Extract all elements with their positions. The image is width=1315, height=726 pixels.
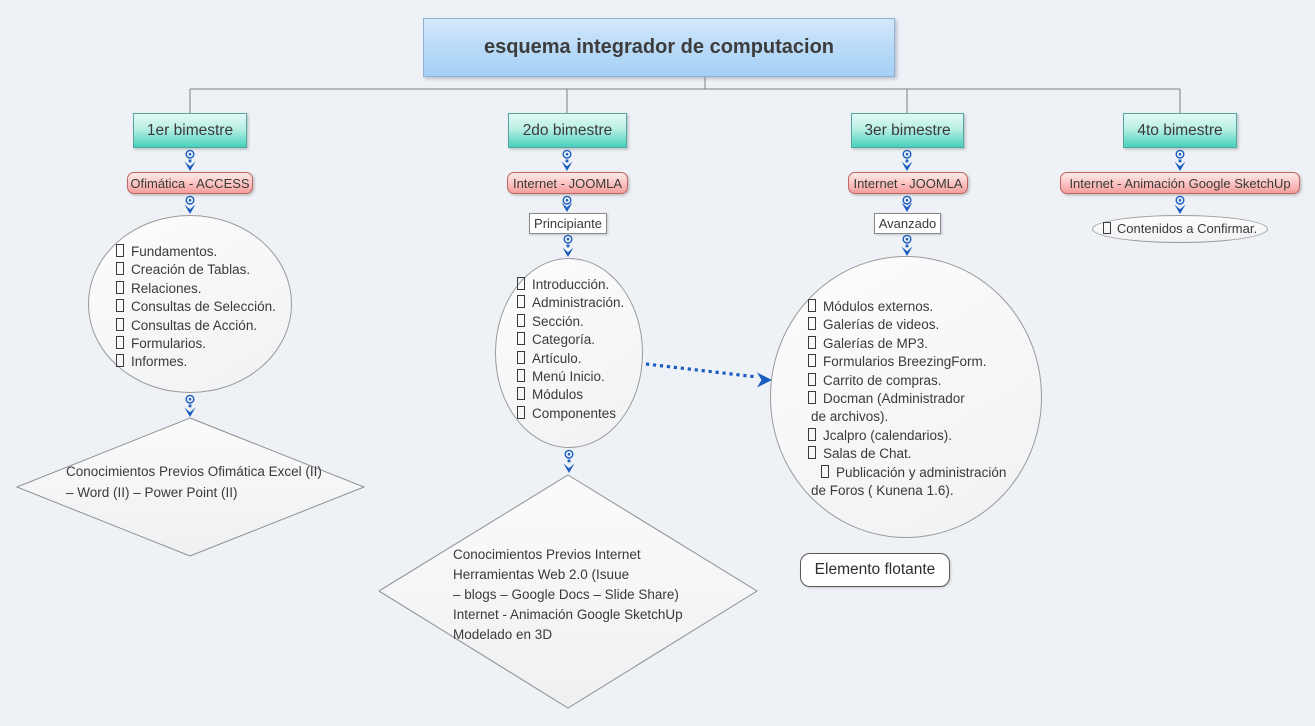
list-item: Módulos externos. — [808, 298, 1006, 316]
prior-knowledge-text-2: Conocimientos Previos Internet Herramien… — [453, 545, 683, 645]
text-line: Conocimientos Previos Internet — [453, 547, 641, 562]
list-item: Creación de Tablas. — [116, 261, 276, 279]
subject-internet-sketchup[interactable]: Internet - Animación Google SketchUp — [1060, 172, 1300, 194]
dotted-down-arrow — [561, 149, 573, 171]
list-item: Carrito de compras. — [808, 372, 1006, 390]
relationship-arrow[interactable] — [645, 362, 772, 388]
list-item: Consultas de Selección. — [116, 298, 276, 316]
text-line: Modelado en 3D — [453, 627, 553, 642]
list-item-wrap: de Foros ( Kunena 1.6). — [811, 483, 954, 499]
list-item: Publicación y administración — [808, 464, 1006, 482]
text-line: Herramientas Web 2.0 (Isuue — [453, 567, 630, 582]
prior-knowledge-diamond-1[interactable] — [15, 417, 366, 557]
dotted-down-arrow — [1174, 149, 1186, 171]
dotted-down-arrow — [184, 394, 196, 417]
topic-3er-bimestre[interactable]: 3er bimestre — [851, 113, 964, 148]
list-item: Artículo. — [517, 350, 624, 368]
text-line: – blogs – Google Docs – Slide Share) — [453, 587, 679, 602]
dotted-down-arrow — [901, 149, 913, 171]
subject-internet-joomla-3er[interactable]: Internet - JOOMLA — [848, 172, 968, 194]
access-content-list: Fundamentos. Creación de Tablas. Relacio… — [116, 243, 276, 372]
dotted-down-arrow — [901, 195, 913, 212]
joomla-avanzado-content-list: Módulos externos. Galerías de videos. Ga… — [808, 298, 1006, 500]
text-line: Conocimientos Previos Ofimática Excel (I… — [66, 464, 322, 479]
topic-1er-bimestre[interactable]: 1er bimestre — [133, 113, 247, 148]
dotted-down-arrow — [1174, 195, 1186, 214]
list-item: Componentes — [517, 405, 624, 423]
subject-internet-joomla-2do[interactable]: Internet - JOOMLA — [507, 172, 628, 194]
list-item: Formularios BreezingForm. — [808, 353, 1006, 371]
note-contenidos-a-confirmar[interactable]: Contenidos a Confirmar. — [1092, 215, 1268, 243]
topic-4to-bimestre[interactable]: 4to bimestre — [1123, 113, 1237, 148]
joomla-principiante-content-list: Introducción. Administración. Sección. C… — [517, 276, 624, 423]
dotted-down-arrow — [901, 234, 913, 256]
dotted-down-arrow — [561, 195, 573, 212]
list-item: Sección. — [517, 313, 624, 331]
list-item: Galerías de videos. — [808, 316, 1006, 334]
list-item: Categoría. — [517, 331, 624, 349]
list-item: Relaciones. — [116, 280, 276, 298]
level-avanzado[interactable]: Avanzado — [874, 213, 941, 234]
list-item: Salas de Chat. — [808, 445, 1006, 463]
topic-2do-bimestre[interactable]: 2do bimestre — [508, 113, 627, 148]
list-item: Módulos — [517, 386, 624, 404]
list-item: Jcalpro (calendarios). — [808, 427, 1006, 445]
text-line: – Word (II) – Power Point (II) — [66, 485, 238, 500]
list-item: Administración. — [517, 294, 624, 312]
dotted-down-arrow — [184, 195, 196, 214]
floating-topic[interactable]: Elemento flotante — [800, 553, 950, 587]
list-item: Formularios. — [116, 335, 276, 353]
level-principiante[interactable]: Principiante — [529, 213, 607, 234]
list-item: Consultas de Acción. — [116, 317, 276, 335]
list-item: Introducción. — [517, 276, 624, 294]
dotted-down-arrow — [563, 449, 575, 473]
text-line: Internet - Animación Google SketchUp — [453, 607, 683, 622]
tree-connector-lines — [189, 77, 1181, 113]
list-item: Docman (Administrador — [808, 390, 1006, 408]
dotted-down-arrow — [184, 149, 196, 171]
list-item: Informes. — [116, 353, 276, 371]
list-item: Galerías de MP3. — [808, 335, 1006, 353]
prior-knowledge-text-1: Conocimientos Previos Ofimática Excel (I… — [66, 461, 322, 503]
prior-knowledge-diamond-2[interactable] — [378, 474, 758, 709]
dotted-arrow-group — [184, 149, 1186, 473]
central-topic[interactable]: esquema integrador de computacion — [423, 18, 895, 77]
list-item: Menú Inicio. — [517, 368, 624, 386]
list-item: Fundamentos. — [116, 243, 276, 261]
list-item-wrap: de archivos). — [811, 409, 889, 425]
subject-ofimatica-access[interactable]: Ofimática - ACCESS — [127, 172, 253, 194]
dotted-down-arrow — [562, 234, 574, 257]
